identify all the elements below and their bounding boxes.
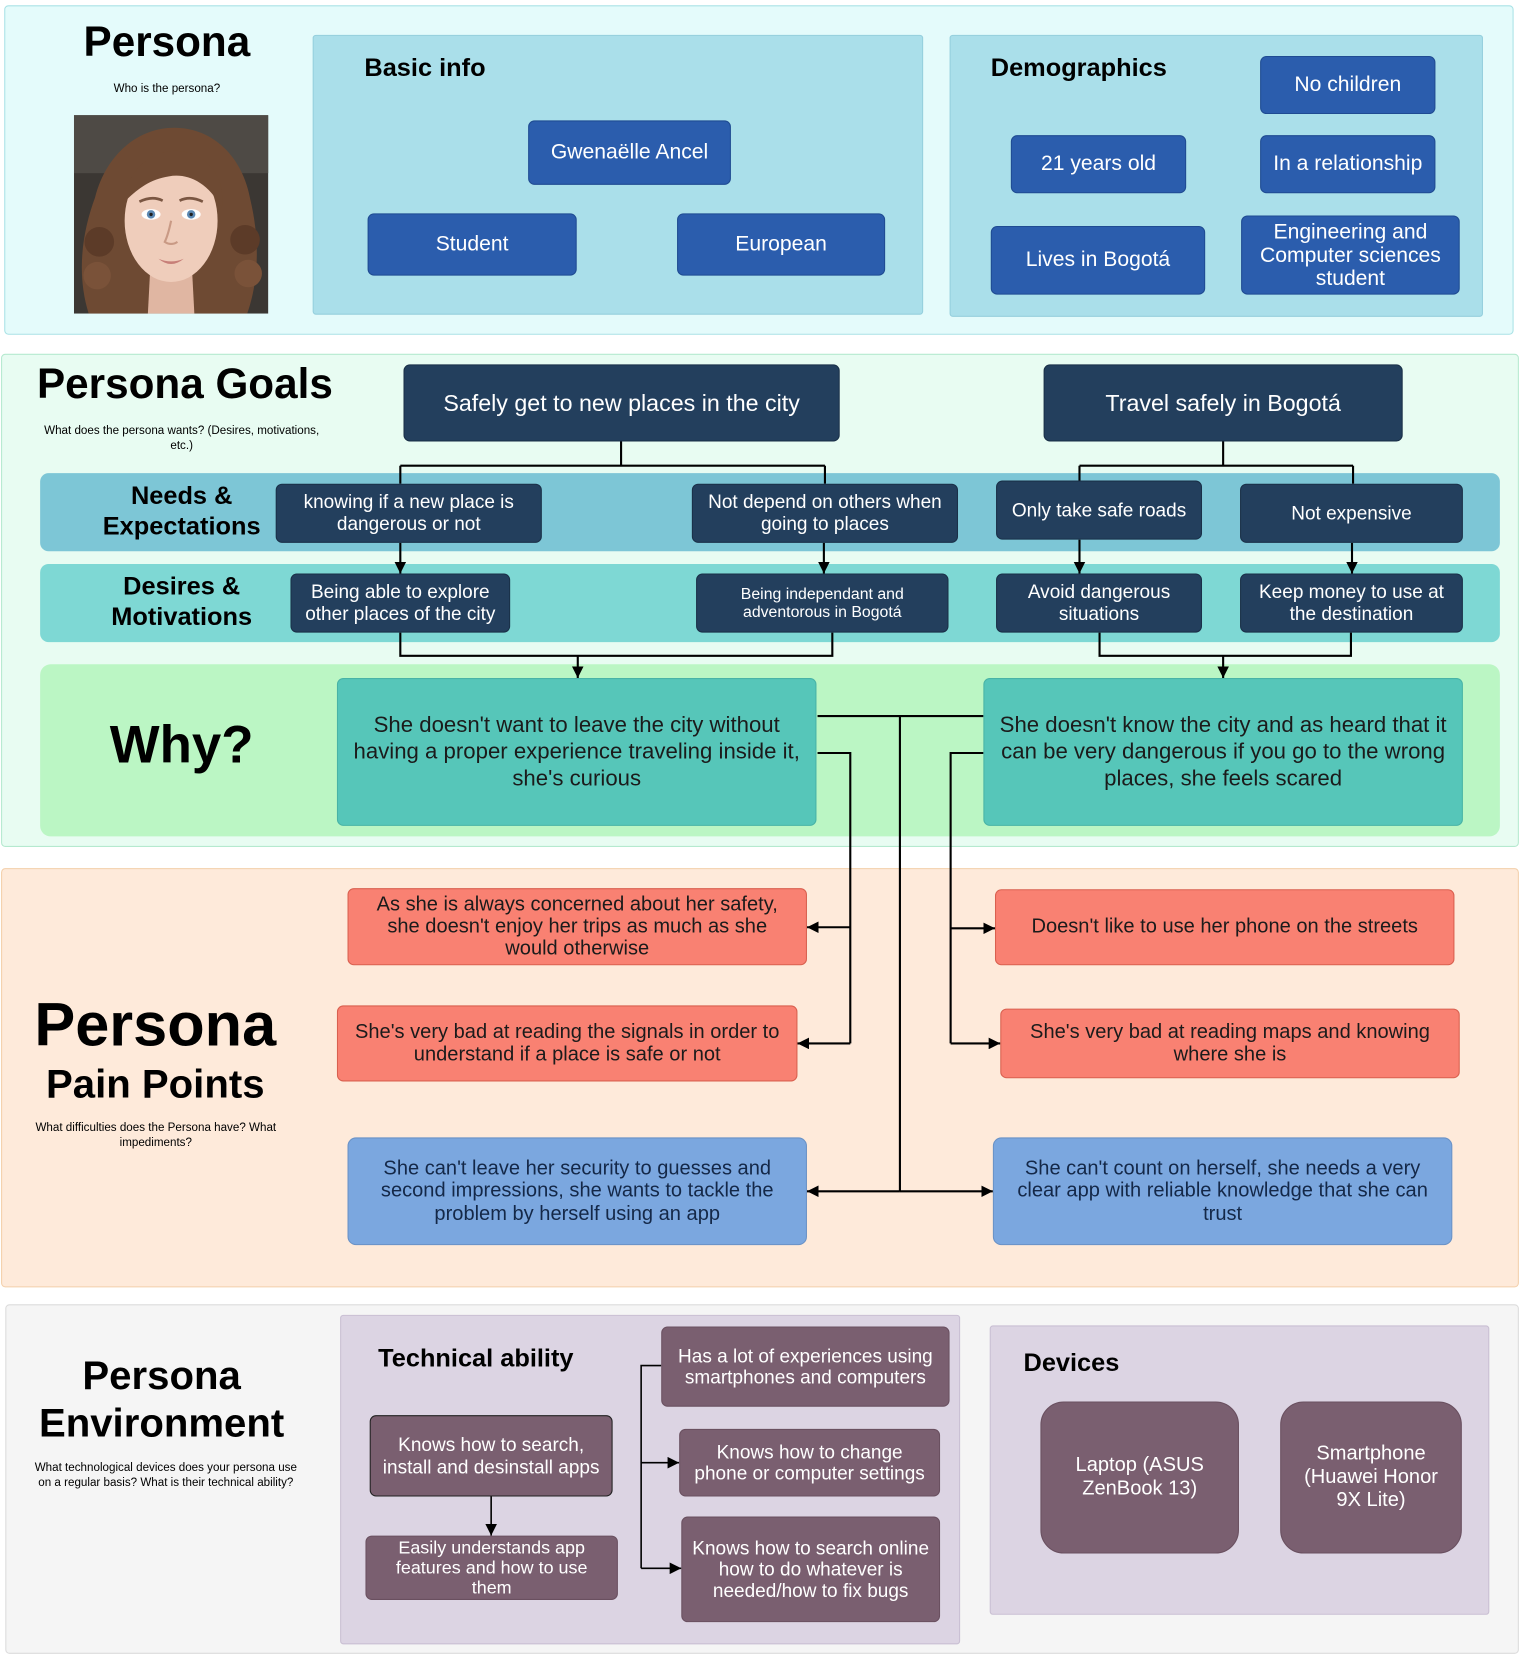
pain-box-phone-streets: Doesn't like to use her phone on the str… xyxy=(994,889,1455,966)
persona-photo-image xyxy=(73,115,269,314)
devices-title: Devices xyxy=(1023,1348,1120,1378)
desires-label: Desires & Motivations xyxy=(111,572,253,632)
basic-info-origin: European xyxy=(677,213,886,276)
environment-title: Persona xyxy=(82,1353,241,1399)
needs-box-1: knowing if a new place is dangerous or n… xyxy=(275,483,542,543)
demographics-title: Demographics xyxy=(990,53,1167,83)
desires-box-1: Being able to explore other places of th… xyxy=(290,573,511,633)
basic-info-occupation: Student xyxy=(367,213,577,276)
demographics-relationship: In a relationship xyxy=(1260,135,1436,194)
tech-box-install-apps: Knows how to search, install and desinst… xyxy=(369,1415,613,1497)
pain-points-description: What difficulties does the Persona have?… xyxy=(35,1121,277,1149)
persona-title: Persona xyxy=(83,19,251,66)
environment-subtitle: Environment xyxy=(38,1401,285,1446)
demographics-children: No children xyxy=(1260,55,1436,115)
why-box-scared: She doesn't know the city and as heard t… xyxy=(983,678,1463,826)
goal-box-1: Safely get to new places in the city xyxy=(403,364,840,442)
needs-box-3: Only take safe roads xyxy=(996,480,1203,540)
basic-info-title: Basic info xyxy=(364,53,486,83)
device-laptop: Laptop (ASUS ZenBook 13) xyxy=(1040,1401,1239,1554)
tech-box-app-features: Easily understands app features and how … xyxy=(365,1535,618,1600)
needs-box-2: Not depend on others when going to place… xyxy=(691,483,959,543)
pain-box-maps: She's very bad at reading maps and knowi… xyxy=(1000,1008,1460,1079)
desires-box-2: Being independant and adventorous in Bog… xyxy=(696,573,949,633)
environment-description: What technological devices does your per… xyxy=(34,1461,297,1489)
device-smartphone: Smartphone (Huawei Honor 9X Lite) xyxy=(1280,1401,1462,1554)
basic-info-name: Gwenaëlle Ancel xyxy=(528,120,731,185)
pain-points-title: Persona xyxy=(34,990,277,1060)
goal-box-2: Travel safely in Bogotá xyxy=(1043,364,1403,442)
needs-box-4: Not expensive xyxy=(1240,483,1463,543)
pain-points-subtitle: Pain Points xyxy=(45,1062,265,1107)
persona-subtitle: Who is the persona? xyxy=(113,82,221,96)
tech-box-settings: Knows how to change phone or computer se… xyxy=(679,1428,941,1497)
demographics-studies: Engineering and Computer sciences studen… xyxy=(1241,215,1460,295)
why-label: Why? xyxy=(109,714,254,775)
pain-box-safety-concern: As she is always concerned about her saf… xyxy=(347,888,807,966)
desires-box-4: Keep money to use at the destination xyxy=(1240,573,1463,633)
tech-box-experience: Has a lot of experiences using smartphon… xyxy=(661,1326,950,1407)
needs-label: Needs & Expectations xyxy=(102,481,261,541)
goals-subtitle: What does the persona wants? (Desires, m… xyxy=(44,424,320,452)
goals-title: Persona Goals xyxy=(36,361,333,408)
demographics-location: Lives in Bogotá xyxy=(990,226,1206,295)
desires-box-3: Avoid dangerous situations xyxy=(996,573,1203,633)
pain-box-signals: She's very bad at reading the signals in… xyxy=(336,1005,798,1082)
why-box-curious: She doesn't want to leave the city witho… xyxy=(336,678,817,826)
demographics-age: 21 years old xyxy=(1010,135,1187,194)
persona-photo xyxy=(73,115,269,314)
solution-box-reliable-app: She can't count on herself, she needs a … xyxy=(992,1137,1453,1246)
tech-box-search-online: Knows how to search online how to do wha… xyxy=(681,1516,941,1623)
technical-ability-title: Technical ability xyxy=(378,1344,574,1373)
solution-box-tackle-problem: She can't leave her security to guesses … xyxy=(347,1137,807,1246)
